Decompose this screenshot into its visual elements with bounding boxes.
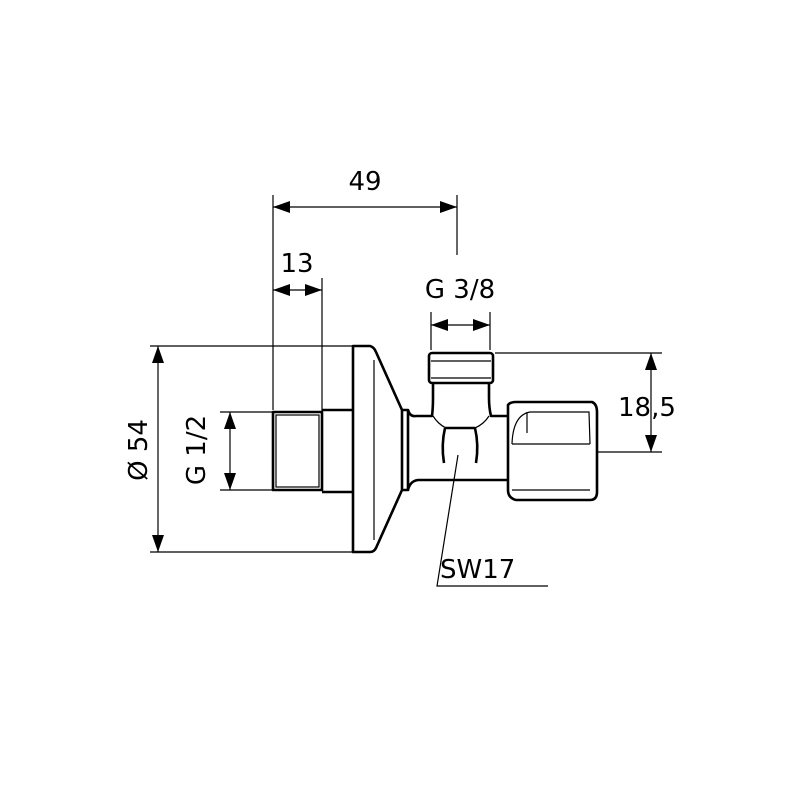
valve-body	[271, 344, 599, 554]
dimension-diameter-54: Ø 54	[124, 345, 353, 553]
wrench-size-callout: SW17	[436, 454, 548, 587]
dimension-13: 13	[273, 249, 323, 412]
dimension-49: 49	[272, 167, 458, 410]
dimension-g38: G 3/8	[425, 275, 495, 350]
dimension-18-5-label: 18,5	[618, 393, 676, 423]
dimension-g12: G 1/2	[182, 411, 273, 491]
dimension-49-label: 49	[348, 167, 381, 197]
rosette	[351, 344, 404, 554]
dimension-g38-label: G 3/8	[425, 275, 495, 305]
dimension-diameter-54-label: Ø 54	[124, 419, 154, 481]
dimension-18-5: 18,5	[495, 352, 676, 453]
compression-nut	[506, 400, 599, 502]
wrench-size-label: SW17	[440, 555, 515, 585]
dimension-13-label: 13	[280, 249, 313, 279]
dimension-g12-label: G 1/2	[182, 415, 212, 485]
wrench-flats	[441, 426, 479, 464]
outlet-thread	[427, 351, 495, 385]
inlet-thread	[271, 410, 324, 492]
